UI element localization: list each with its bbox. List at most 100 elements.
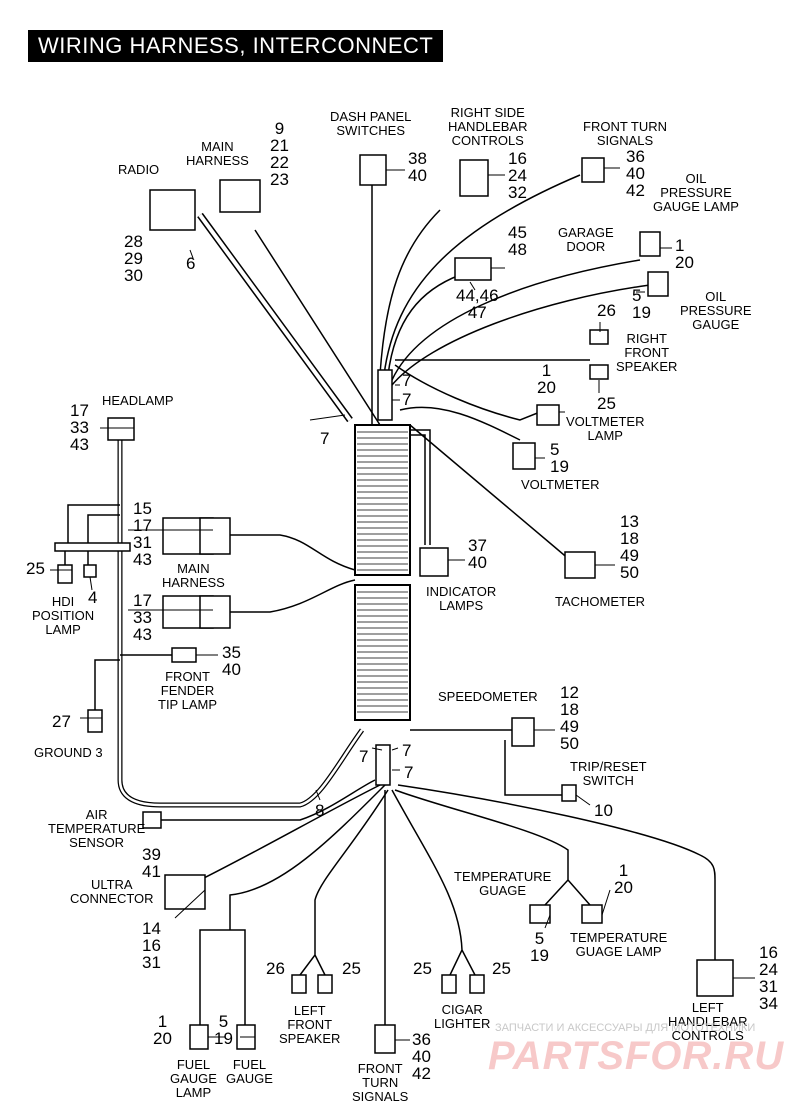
wire-temp-gauge xyxy=(394,789,591,906)
left-handlebar-connector xyxy=(696,959,734,997)
leader-lines xyxy=(50,167,755,1041)
callout-left-speaker-25: 25 xyxy=(342,959,361,978)
wire-main-lower xyxy=(230,579,356,613)
callout-left-handlebar: 16 24 31 34 xyxy=(759,943,778,1013)
wire-left-handlebar xyxy=(397,784,716,960)
left-speaker-25-connector xyxy=(317,974,333,994)
callout-fuel-gauge: 5 19 xyxy=(214,1012,233,1048)
label-front-turn-signals-bottom: FRONT TURN SIGNALS xyxy=(352,1061,409,1104)
label-front-turn-signals-top: FRONT TURN SIGNALS xyxy=(583,119,668,148)
callout-air-temp: 39 41 xyxy=(142,845,161,881)
wire-voltmeter-lamp xyxy=(394,364,546,421)
right-speaker-25-connector xyxy=(589,364,609,380)
label-left-front-speaker: LEFT FRONT SPEAKER xyxy=(279,1003,341,1046)
main-harness-top-connector xyxy=(219,179,261,213)
callout-44-47: 44,46 47 xyxy=(456,286,499,322)
callout-indicator: 37 40 xyxy=(468,536,487,572)
wire-front-turn-top xyxy=(383,174,581,376)
callout-cigar-25b: 25 xyxy=(492,959,511,978)
callout-fuel-lamp: 1 20 xyxy=(153,1012,172,1048)
label-ultra-connector: ULTRA CONNECTOR xyxy=(70,877,154,906)
label-headlamp: HEADLAMP xyxy=(102,393,174,408)
wire-headlamp-column-inner xyxy=(118,440,364,807)
trunk-clip-lower xyxy=(375,744,391,786)
wire-indicator-2 xyxy=(410,434,426,545)
callout-radio: 28 29 30 xyxy=(124,232,143,285)
watermark-logo: PARTSFOR.RU xyxy=(488,1034,785,1078)
callout-main-upper: 15 17 31 43 xyxy=(133,499,152,569)
front-turn-top-connector xyxy=(581,157,605,183)
garage-door-connector xyxy=(639,231,661,257)
wire-left-speaker xyxy=(299,789,389,976)
right-handlebar-connector xyxy=(459,159,489,197)
callout-left-speaker-26: 26 xyxy=(266,959,285,978)
label-oil-pressure-gauge: OIL PRESSURE GAUGE xyxy=(680,289,752,332)
wire-ultra xyxy=(199,784,381,881)
callout-temp-gauge: 5 19 xyxy=(530,929,549,965)
wire-voltmeter xyxy=(399,406,521,441)
hdi-lamp-25 xyxy=(57,564,73,584)
speedometer-connector xyxy=(511,717,535,747)
right-speaker-26-connector xyxy=(589,329,609,345)
label-voltmeter-lamp: VOLTMETER LAMP xyxy=(566,414,645,443)
callout-voltmeter: 5 19 xyxy=(550,440,569,476)
wire-ground xyxy=(94,659,120,710)
label-ground-3: GROUND 3 xyxy=(34,745,103,760)
dash-panel-connector xyxy=(359,154,387,186)
callout-cigar-25a: 25 xyxy=(413,959,432,978)
label-voltmeter: VOLTMETER xyxy=(521,477,600,492)
callout-right-speaker-25: 25 xyxy=(597,394,616,413)
wire-air-temp xyxy=(160,779,376,821)
wire-main-harness-top xyxy=(254,229,381,426)
callout-hdi-4: 4 xyxy=(88,588,98,607)
label-temperature-guage: TEMPERATURE GUAGE xyxy=(454,869,552,898)
label-temperature-guage-lamp: TEMPERATURE GUAGE LAMP xyxy=(570,930,668,959)
tachometer-connector xyxy=(564,551,596,579)
callout-main-lower: 17 33 43 xyxy=(133,591,152,644)
wire-oil-gauge xyxy=(391,284,651,386)
ground-connector xyxy=(87,709,103,733)
wire-right-handlebar xyxy=(379,209,441,376)
radio-connector xyxy=(149,189,196,231)
callout-clip-7d: 7 xyxy=(359,747,369,766)
trunk-wrap-lines xyxy=(357,431,408,713)
label-cigar-lighter: CIGAR LIGHTER xyxy=(434,1002,491,1031)
callout-oil-gauge: 5 19 xyxy=(632,286,651,322)
callout-right-side-handlebar: 16 24 32 xyxy=(508,149,527,202)
callout-clip-7b: 7 xyxy=(402,390,412,409)
wire-indicator xyxy=(410,429,431,545)
label-trip-reset-switch: TRIP/RESET SWITCH xyxy=(570,759,647,788)
callout-ultra: 14 16 31 xyxy=(142,919,161,972)
headlamp-connector xyxy=(107,417,135,441)
voltmeter-lamp-connector xyxy=(536,404,560,426)
air-temp-connector xyxy=(142,811,162,829)
ultra-connector-box xyxy=(164,874,206,910)
wire-main-upper xyxy=(230,534,356,571)
callout-dash-panel: 38 40 xyxy=(408,149,427,185)
callout-clip-7f: 7 xyxy=(404,763,414,782)
main-upper-connector-cap xyxy=(199,517,231,555)
label-dash-panel-switches: DASH PANEL SWITCHES xyxy=(330,109,412,138)
callout-front-turn-top: 36 40 42 xyxy=(626,147,645,200)
main-lower-connector-cap xyxy=(199,595,231,629)
wire-trip xyxy=(504,740,565,796)
callout-tachometer: 13 18 49 50 xyxy=(620,512,639,582)
callout-ground-27: 27 xyxy=(52,712,71,731)
tip-lamp-connector xyxy=(171,647,197,663)
fuel-lamp-connector xyxy=(189,1024,209,1050)
label-tachometer: TACHOMETER xyxy=(555,594,646,609)
wire-fuel xyxy=(199,784,386,1025)
wire-headlamp-column xyxy=(117,440,365,808)
oil-gauge-connector xyxy=(647,271,669,297)
callout-garage-door: 1 20 xyxy=(675,236,694,272)
wire-hdi xyxy=(67,504,120,545)
label-front-fender-tip-lamp: FRONT FENDER TIP LAMP xyxy=(158,669,218,712)
callout-headlamp: 17 33 43 xyxy=(70,401,89,454)
callout-hdi-25: 25 xyxy=(26,559,45,578)
cigar-25b-connector xyxy=(469,974,485,994)
callout-clip-7c: 7 xyxy=(320,429,330,448)
label-indicator-lamps: INDICATOR LAMPS xyxy=(426,584,497,613)
callout-speedometer: 12 18 49 50 xyxy=(560,683,579,753)
trip-switch xyxy=(561,784,577,802)
